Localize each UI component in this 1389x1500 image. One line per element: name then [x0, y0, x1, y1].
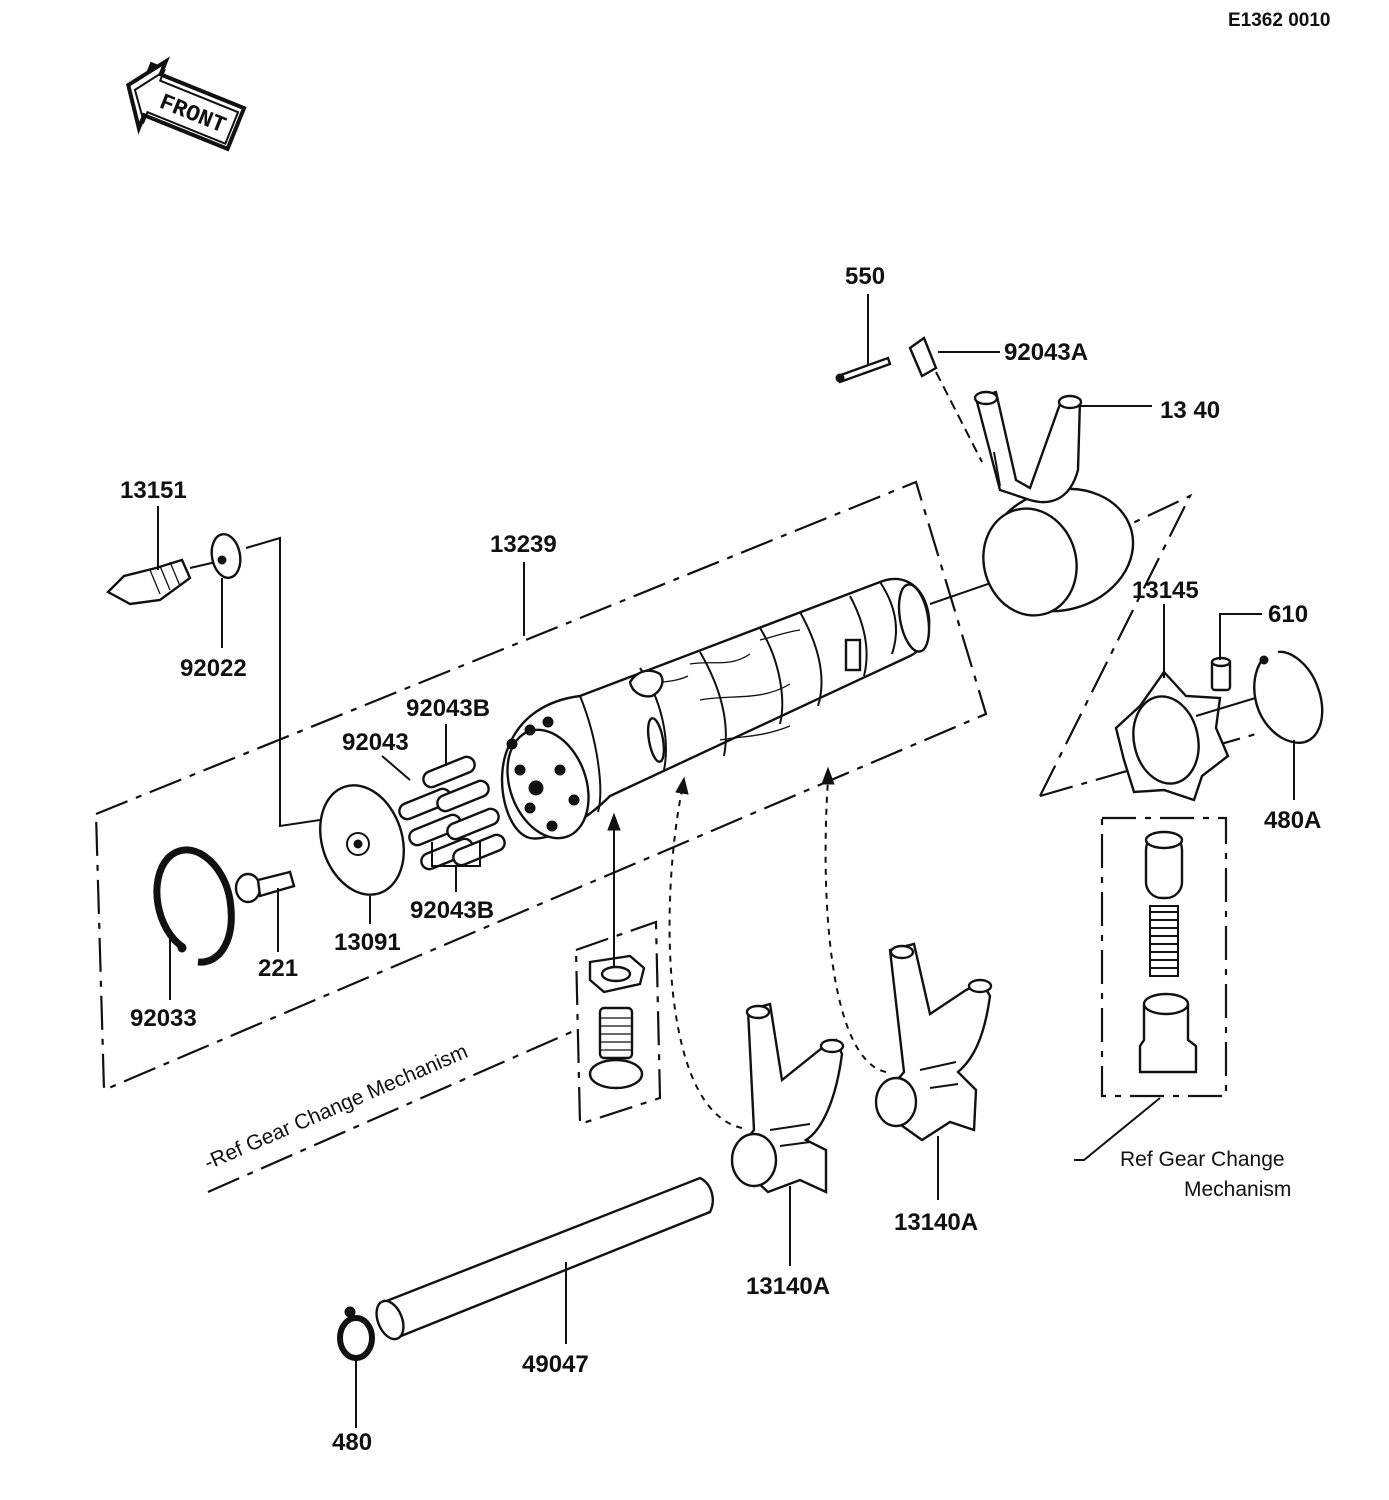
label-550: 550	[845, 263, 885, 290]
part-labels: 550 92043A 13 40 13151 92022 13239 13145…	[120, 263, 1321, 1456]
plunger-assembly-center	[588, 954, 646, 1090]
assembly-arrows	[607, 766, 887, 1129]
clip-550	[835, 356, 892, 384]
label-92033: 92033	[130, 1005, 197, 1032]
label-92043b-top: 92043B	[406, 695, 490, 722]
diagram-code: E1362 0010	[1228, 10, 1331, 31]
ref-note-right-line1: Ref Gear Change	[1120, 1148, 1285, 1171]
label-1340: 13 40	[1160, 397, 1220, 424]
clip-480	[337, 1306, 375, 1361]
label-92043a: 92043A	[1004, 339, 1088, 366]
label-610: 610	[1268, 601, 1308, 628]
ref-note-right-line2: Mechanism	[1184, 1178, 1291, 1201]
label-13151: 13151	[120, 477, 187, 504]
washer-92022	[210, 532, 242, 580]
bolt-221	[234, 870, 296, 904]
shift-fork-middle	[730, 1002, 845, 1194]
shaft-49047	[375, 1176, 714, 1341]
label-13140a-right: 13140A	[894, 1209, 978, 1236]
cam-13145	[1114, 670, 1230, 802]
label-49047: 49047	[522, 1351, 589, 1378]
shift-fork-right	[874, 942, 993, 1142]
label-13145: 13145	[1132, 577, 1199, 604]
pin-610	[1210, 656, 1232, 692]
label-92022: 92022	[180, 655, 247, 682]
leader-lines	[157, 294, 1295, 1428]
label-92043: 92043	[342, 729, 409, 756]
shift-drum	[500, 577, 931, 840]
arrow-front-icon: FRONT	[125, 56, 247, 152]
pin-92043a	[908, 336, 983, 463]
plate-13091	[319, 784, 405, 896]
switch-13151	[106, 558, 192, 606]
label-92043b-bottom: 92043B	[410, 897, 494, 924]
label-480a: 480A	[1264, 807, 1321, 834]
shift-fork-top	[973, 390, 1135, 617]
label-13239: 13239	[490, 531, 557, 558]
label-13091: 13091	[334, 929, 401, 956]
plunger-assembly-right	[1138, 830, 1198, 1074]
label-13140a-middle: 13140A	[746, 1273, 830, 1300]
ref-note-left: -Ref Gear Change Mechanism	[201, 1040, 471, 1175]
circlip-92033	[153, 846, 235, 966]
pins-92043	[398, 755, 506, 871]
label-480: 480	[332, 1429, 372, 1456]
label-221: 221	[258, 955, 298, 982]
circlip-480a	[1253, 650, 1324, 744]
